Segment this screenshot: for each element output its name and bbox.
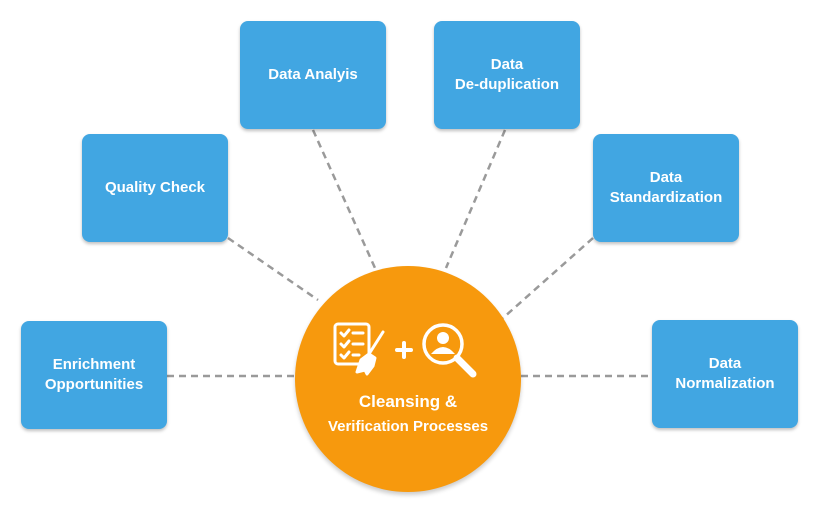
node-data-deduplication: Data De-duplication xyxy=(434,21,580,129)
hub-title-line1: Cleansing & xyxy=(358,392,458,411)
hub-title-line2: Verification Processes xyxy=(327,418,489,435)
center-hub: Cleansing & Verification Processes xyxy=(295,266,521,492)
user-search-icon xyxy=(422,323,477,378)
node-label: Data xyxy=(649,169,683,186)
connector-data-analysis xyxy=(311,129,377,269)
connector-standardization xyxy=(502,237,594,319)
checklist-brush-icon xyxy=(333,322,385,376)
node-label: Data xyxy=(708,355,742,372)
node-enrichment-opportunities: Enrichment Opportunities xyxy=(21,321,167,429)
node-data-standardization: Data Standardization xyxy=(593,134,739,242)
node-label: Standardization xyxy=(609,189,723,206)
connector-deduplication xyxy=(444,129,507,269)
node-data-normalization: Data Normalization xyxy=(652,320,798,428)
node-label: Normalization xyxy=(675,375,775,392)
node-label: De-duplication xyxy=(454,76,560,93)
node-data-analysis: Data Analyis xyxy=(240,21,386,129)
node-label: Data xyxy=(490,56,524,73)
hub-icons xyxy=(333,322,477,378)
node-label: Opportunities xyxy=(44,376,144,393)
node-label: Quality Check xyxy=(104,179,206,196)
plus-icon xyxy=(395,341,413,359)
node-quality-check: Quality Check xyxy=(82,134,228,242)
node-label: Data Analyis xyxy=(268,66,358,83)
node-label: Enrichment xyxy=(52,356,136,373)
connector-quality-check xyxy=(227,236,319,302)
